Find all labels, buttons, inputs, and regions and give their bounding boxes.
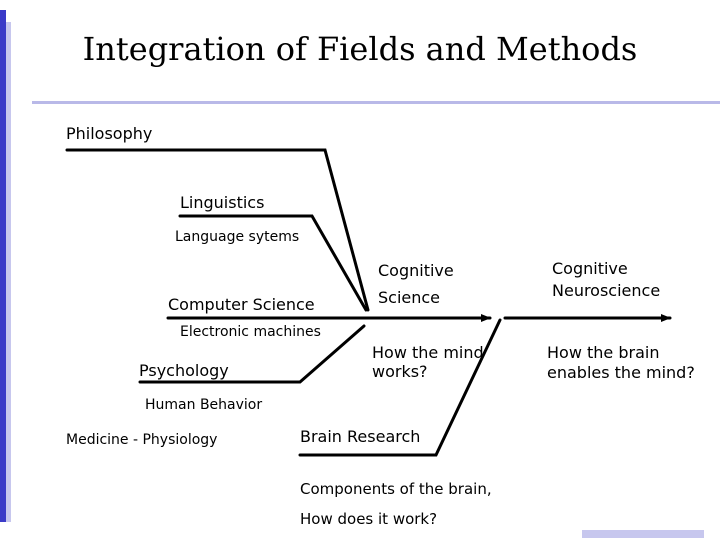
language-systems-label: Language sytems bbox=[175, 229, 300, 245]
electronic-machines-label: Electronic machines bbox=[180, 324, 321, 340]
cognitive-science-question-line: How the mind bbox=[372, 343, 484, 362]
cognitive-neuroscience-line: Neuroscience bbox=[552, 281, 661, 300]
brain-components-line: How does it work? bbox=[300, 510, 438, 528]
brain-components-line: Components of the brain, bbox=[300, 480, 492, 498]
philosophy-label: Philosophy bbox=[66, 124, 153, 143]
cognitive-science-question: How the mind works? bbox=[372, 343, 484, 381]
cognitive-science-line: Science bbox=[378, 288, 441, 307]
psychology-label: Psychology bbox=[139, 361, 229, 380]
cognitive-neuroscience-line: Cognitive bbox=[552, 259, 628, 278]
cognitive-neuroscience-label: Cognitive Neuroscience bbox=[552, 258, 660, 302]
linguistics-branch bbox=[178, 214, 368, 312]
linguistics-label: Linguistics bbox=[180, 193, 265, 212]
cognitive-neuroscience-question-line: enables the mind? bbox=[547, 363, 695, 382]
human-behavior-label: Human Behavior bbox=[145, 397, 263, 413]
bottom-accent-bar bbox=[582, 530, 704, 538]
philosophy-branch bbox=[65, 148, 370, 312]
cognitive-neuroscience-question: How the brain enables the mind? bbox=[547, 343, 695, 383]
cognitive-science-line: Cognitive bbox=[378, 261, 454, 280]
brain-research-label: Brain Research bbox=[300, 427, 421, 446]
medicine-physiology-label: Medicine - Physiology bbox=[66, 432, 218, 448]
title-underline bbox=[32, 101, 720, 104]
brain-research-branch bbox=[298, 318, 502, 457]
brain-components-text: Components of the brain, How does it wor… bbox=[300, 474, 492, 534]
psychology-branch bbox=[138, 324, 366, 384]
left-accent-bar-light bbox=[6, 22, 11, 522]
computer-science-label: Computer Science bbox=[168, 295, 315, 314]
cognitive-science-question-line: works? bbox=[372, 362, 428, 381]
slide-title: Integration of Fields and Methods bbox=[82, 30, 638, 68]
cognitive-neuroscience-question-line: How the brain bbox=[547, 343, 660, 362]
cognitive-science-label: Cognitive Science bbox=[378, 257, 454, 311]
left-accent-bar bbox=[0, 10, 6, 522]
